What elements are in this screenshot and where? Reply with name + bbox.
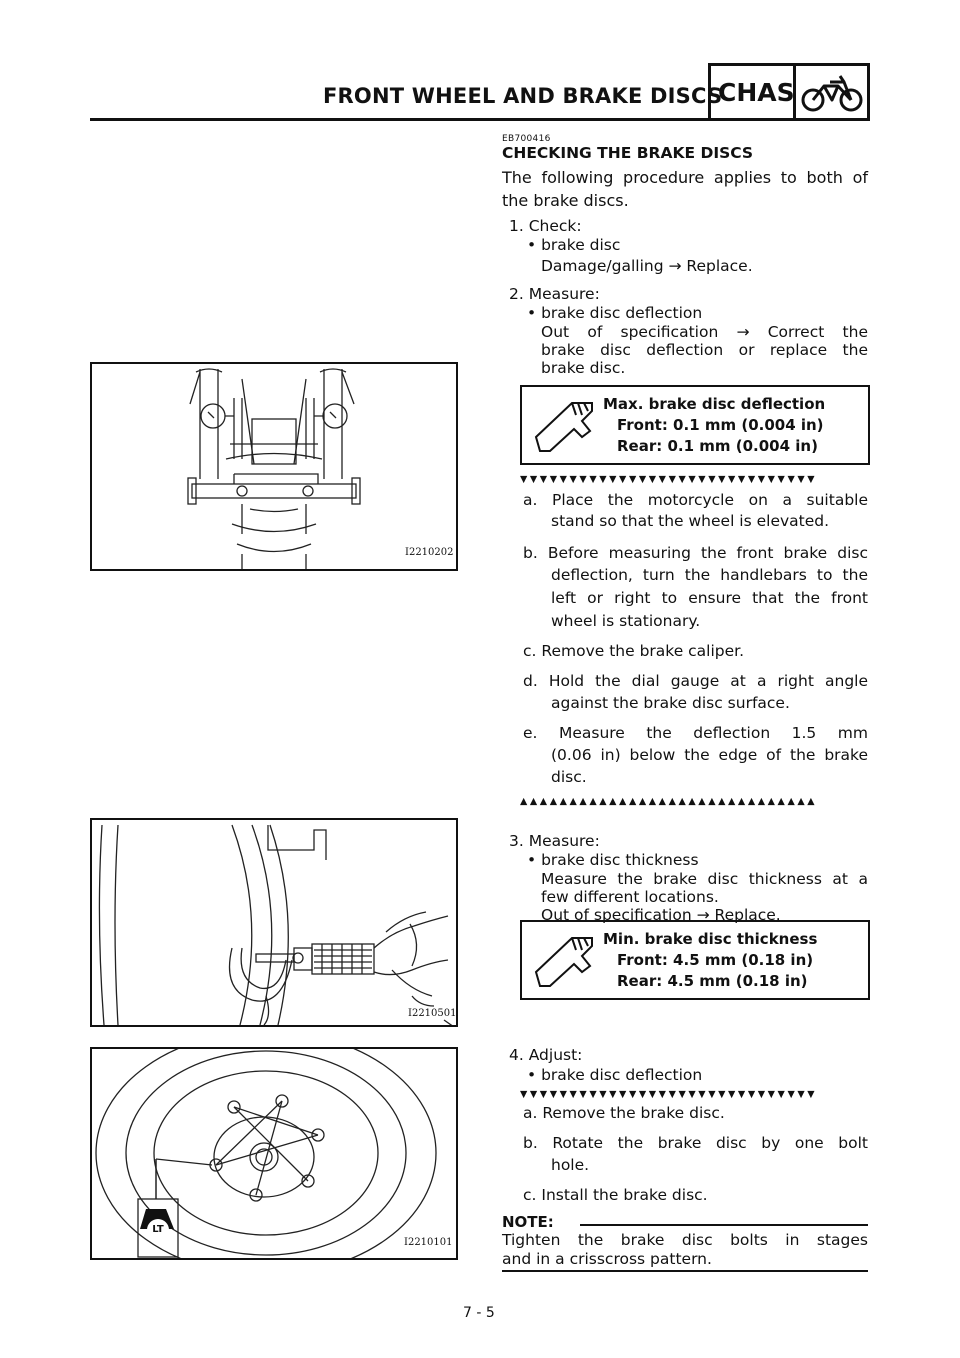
- section-code: EB700416: [502, 134, 551, 144]
- procedure-start-marker: ▼▼▼▼▼▼▼▼▼▼▼▼▼▼▼▼▼▼▼▼▼▼▼▼▼▼▼▼▼▼: [520, 1089, 818, 1100]
- note-top-rule: [580, 1224, 868, 1226]
- spec-box-deflection: Max. brake disc deflection Front: 0.1 mm…: [520, 385, 870, 465]
- substep-e-line-3: disc.: [551, 768, 587, 786]
- step4-label: 4. Adjust:: [509, 1046, 583, 1064]
- note-line-2: and in a crisscross pattern.: [502, 1250, 712, 1268]
- step3-detail-3: Out of specification → Replace.: [541, 906, 781, 924]
- step2-item: • brake disc deflection: [527, 304, 703, 322]
- substep-c-line-1: c. Remove the brake caliper.: [523, 642, 745, 660]
- step3-detail-2: few different locations.: [541, 888, 719, 906]
- spec-title: Min. brake disc thickness: [603, 930, 818, 948]
- spec-rear: Rear: 4.5 mm (0.18 in): [617, 972, 808, 990]
- spec-front: Front: 0.1 mm (0.004 in): [617, 416, 824, 434]
- page-number: 7 - 5: [463, 1305, 495, 1321]
- step4-substep-a: a. Remove the brake disc.: [523, 1104, 725, 1122]
- step1-label: 1. Check:: [509, 217, 582, 235]
- step4-substep-b-line-1: b. Rotate the brake disc by one bolt: [523, 1134, 868, 1152]
- intro-line-2: the brake discs.: [502, 191, 629, 210]
- figure-dial-gauge-setup: I2210202: [90, 362, 458, 571]
- figure-micrometer-measurement: I2210501: [90, 818, 458, 1027]
- step4-substep-b-line-2: hole.: [551, 1156, 590, 1174]
- section-heading: CHECKING THE BRAKE DISCS: [502, 144, 754, 162]
- step2-detail-2: brake disc deflection or replace the: [541, 341, 868, 359]
- note-line-1: Tighten the brake disc bolts in stages: [502, 1231, 868, 1249]
- step1-detail: Damage/galling → Replace.: [541, 257, 753, 275]
- substep-b-line-2: deflection, turn the handlebars to the: [551, 566, 868, 584]
- step1-item: • brake disc: [527, 236, 621, 254]
- section-tab: [708, 63, 870, 121]
- figure-code: I2210202: [405, 547, 454, 558]
- caliper-icon: [534, 402, 593, 452]
- page-title: FRONT WHEEL AND BRAKE DISCS: [323, 84, 723, 108]
- section-code-label: CHAS: [718, 78, 795, 107]
- intro-line-1: The following procedure applies to both …: [502, 168, 868, 187]
- step3-detail-1: Measure the brake disc thickness at a: [541, 870, 868, 888]
- substep-b-line-1: b. Before measuring the front brake disc: [523, 544, 868, 562]
- step4-item: • brake disc deflection: [527, 1066, 703, 1084]
- step3-label: 3. Measure:: [509, 832, 600, 850]
- step2-detail-1: Out of specification → Correct the: [541, 323, 868, 341]
- figure-code: I2210101: [404, 1237, 453, 1248]
- substep-d-line-1: d. Hold the dial gauge at a right angle: [523, 672, 868, 690]
- step4-substep-c: c. Install the brake disc.: [523, 1186, 708, 1204]
- substep-b-line-3: left or right to ensure that the front: [551, 589, 868, 607]
- figure-code: I2210501: [408, 1008, 457, 1019]
- spec-title: Max. brake disc deflection: [603, 395, 826, 413]
- section-tab-divider: [793, 63, 796, 121]
- note-label: NOTE:: [502, 1213, 554, 1231]
- substep-a-line-1: a. Place the motorcycle on a suitable: [523, 491, 868, 509]
- motorcycle-icon: [801, 75, 863, 112]
- substep-b-line-4: wheel is stationary.: [551, 612, 701, 630]
- spec-box-thickness: Min. brake disc thickness Front: 4.5 mm …: [520, 920, 870, 1000]
- lt-badge: LT: [147, 1219, 169, 1241]
- spec-rear: Rear: 0.1 mm (0.004 in): [617, 437, 818, 455]
- step3-item: • brake disc thickness: [527, 851, 699, 869]
- substep-a-line-2: stand so that the wheel is elevated.: [551, 512, 830, 530]
- substep-e-line-2: (0.06 in) below the edge of the brake: [551, 746, 868, 764]
- substep-d-line-2: against the brake disc surface.: [551, 694, 790, 712]
- spec-front: Front: 4.5 mm (0.18 in): [617, 951, 814, 969]
- procedure-start-marker: ▼▼▼▼▼▼▼▼▼▼▼▼▼▼▼▼▼▼▼▼▼▼▼▼▼▼▼▼▼▼: [520, 474, 818, 485]
- figure-disc-bolt-pattern: LT I2210101: [90, 1047, 458, 1260]
- procedure-end-marker: ▲▲▲▲▲▲▲▲▲▲▲▲▲▲▲▲▲▲▲▲▲▲▲▲▲▲▲▲▲▲: [520, 796, 818, 807]
- caliper-icon: [534, 937, 593, 987]
- note-bottom-rule: [502, 1270, 868, 1272]
- step2-label: 2. Measure:: [509, 285, 600, 303]
- header-rule: [90, 118, 710, 121]
- step2-detail-3: brake disc.: [541, 359, 626, 377]
- substep-e-line-1: e. Measure the deflection 1.5 mm: [523, 724, 868, 742]
